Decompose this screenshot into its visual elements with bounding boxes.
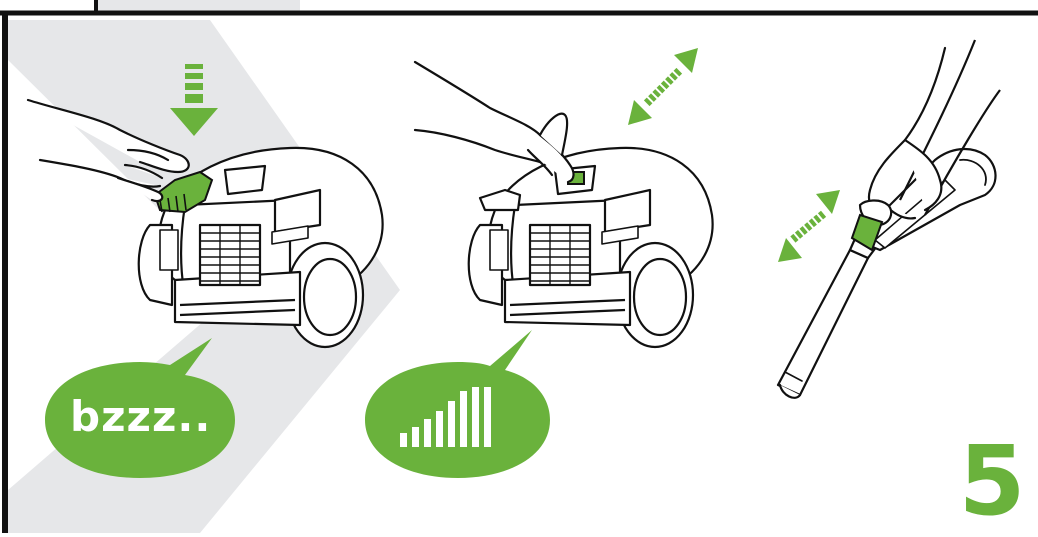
power-level-bar — [448, 401, 455, 447]
hand-pressing-icon — [26, 98, 190, 203]
power-level-bar — [484, 387, 491, 447]
hand-gripping-icon — [858, 46, 947, 227]
power-level-bar — [436, 411, 443, 447]
vacuum-handle-tube — [776, 147, 997, 399]
top-tab-shape — [96, 0, 300, 12]
power-level-bar — [412, 427, 419, 447]
power-level-bar — [472, 387, 479, 447]
vacuum-cleaner-1 — [137, 146, 384, 349]
step-number: 5 — [958, 425, 1026, 537]
hand-sliding-icon — [413, 60, 575, 184]
bubble-text-bzzz: bzzz.. — [70, 392, 212, 441]
power-level-bar — [460, 391, 467, 447]
background-chevron — [8, 20, 400, 533]
power-button-ridges — [159, 193, 187, 213]
regulator-direction-arrow-icon — [778, 190, 840, 262]
vacuum-cleaner-2 — [467, 146, 714, 349]
power-level-bar — [424, 419, 431, 447]
power-level-bars-icon — [400, 387, 491, 447]
press-down-arrow-icon — [170, 64, 218, 136]
speech-bubble-1 — [45, 338, 235, 478]
speech-bubble-2 — [365, 330, 550, 478]
slide-direction-arrow-icon — [628, 48, 698, 125]
power-level-bar — [400, 433, 407, 447]
air-regulator-highlight — [850, 213, 884, 252]
